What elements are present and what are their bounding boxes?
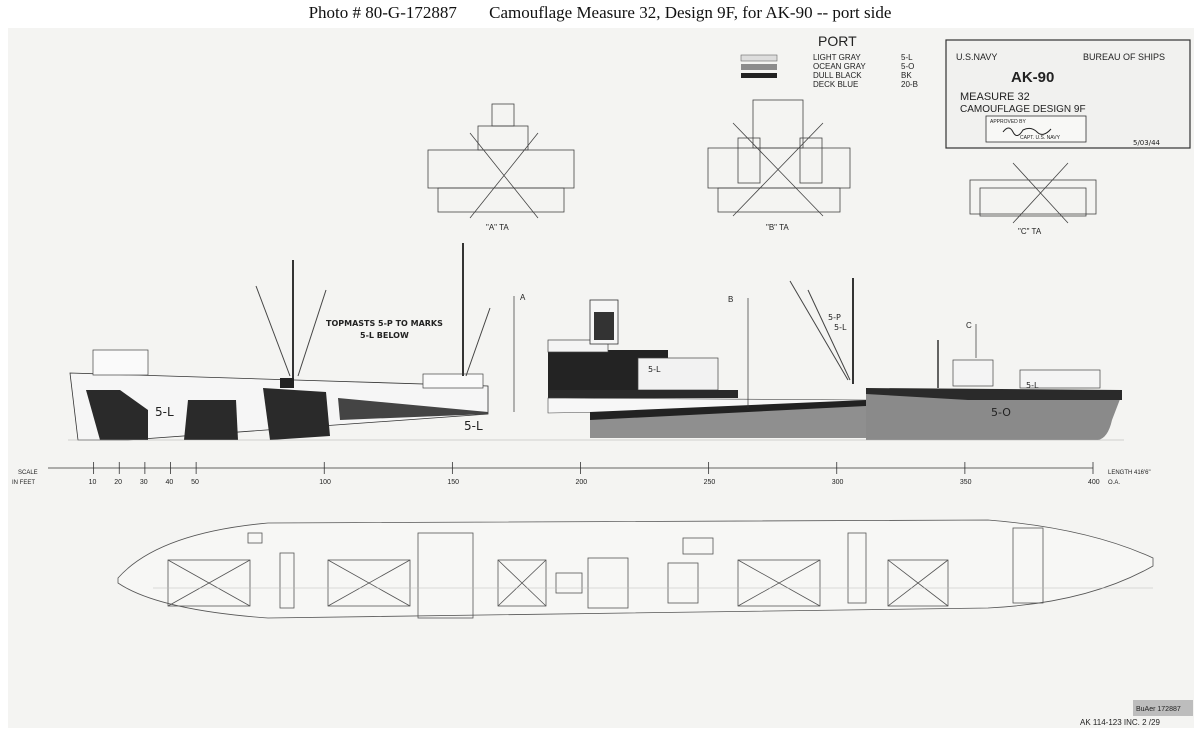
below-note: 5-L BELOW [360, 331, 409, 340]
legend-swatch-light-gray [740, 54, 778, 62]
length-label: LENGTH 416'6" [1108, 470, 1151, 476]
scale-tick-label: 30 [140, 479, 148, 486]
title-block: U.S.NAVY BUREAU OF SHIPS AK-90 MEASURE 3… [945, 39, 1191, 149]
legend-name-2: OCEAN GRAY [813, 62, 866, 71]
marker-a: A [520, 293, 526, 302]
legend-code-2: 5-O [901, 62, 914, 71]
aft-hull-color-label: 5-O [991, 406, 1011, 419]
legend-code-1: 5-L [901, 53, 913, 62]
footer-stamp: BuAer 172887 [1136, 706, 1181, 713]
section-a-label: "A" TA [486, 223, 509, 232]
scale-tick-label: 400 [1088, 479, 1100, 486]
approval-box [985, 115, 1087, 143]
photo-number: Photo # 80-G-172887 [308, 3, 457, 22]
scale-tick-label: 50 [191, 479, 199, 486]
scale-label-top: SCALE [18, 470, 38, 476]
drawing-sheet: PORT LIGHT GRAY OCEAN GRAY DULL BLACK DE… [8, 28, 1194, 728]
aft-mast-label-top: 5-P [828, 313, 841, 322]
marker-b: B [728, 295, 733, 304]
camouflage-drawing: PORT LIGHT GRAY OCEAN GRAY DULL BLACK DE… [12, 33, 1193, 727]
section-a-view [427, 103, 575, 219]
legend-code-4: 20-B [901, 80, 918, 89]
bow-color-label: 5-L [155, 405, 174, 419]
title-measure: MEASURE 32 [960, 91, 1030, 103]
legend-code-3: BK [901, 71, 912, 80]
scale-tick-label: 40 [166, 479, 174, 486]
approved-label: APPROVED BY [990, 119, 1027, 125]
section-c-view [969, 162, 1097, 224]
profile-view [68, 243, 1124, 441]
legend-swatch-dull-black [741, 73, 777, 78]
section-b-label: "B" TA [766, 223, 789, 232]
stamp-box [1133, 700, 1193, 716]
scale-tick-label: 100 [319, 479, 331, 486]
scale-ticks: 10 20 30 40 50 100 150 200 250 300 350 400 [89, 462, 1100, 486]
scale-tick-label: 20 [114, 479, 122, 486]
scale-tick-label: 150 [447, 479, 459, 486]
section-b-view [707, 99, 851, 217]
mid-color-label: 5-L [464, 419, 483, 433]
scale-tick-label: 250 [704, 479, 716, 486]
stern-color-label: 5-L [1026, 381, 1039, 390]
legend-name-4: DECK BLUE [813, 80, 858, 89]
title-ship: AK-90 [1011, 69, 1054, 86]
legend-swatch-ocean-gray [741, 64, 777, 70]
plan-view [117, 519, 1154, 619]
legend-name-3: DULL BLACK [813, 71, 862, 80]
legend-heading: PORT [818, 33, 857, 49]
marker-c: C [966, 321, 972, 330]
photo-caption: Photo # 80-G-172887 Camouflage Measure 3… [0, 0, 1200, 28]
title-org-left: U.S.NAVY [956, 52, 997, 62]
title-design: CAMOUFLAGE DESIGN 9F [960, 104, 1086, 115]
scale-tick-label: 10 [89, 479, 97, 486]
scale-label-bottom: IN FEET [12, 480, 35, 486]
oa-label: O.A. [1108, 480, 1120, 486]
legend-name-1: LIGHT GRAY [813, 53, 861, 62]
color-legend: PORT LIGHT GRAY OCEAN GRAY DULL BLACK DE… [740, 33, 918, 89]
scale-tick-label: 200 [576, 479, 588, 486]
scale-tick-label: 300 [832, 479, 844, 486]
topmasts-note: TOPMASTS 5-P TO MARKS [326, 319, 443, 328]
drawing-number: AK 114-123 INC. 2 /29 [1080, 718, 1160, 727]
approver-title: CAPT. U.S. NAVY [1020, 135, 1061, 141]
section-c-label: "C" TA [1018, 227, 1042, 236]
photo-title: Camouflage Measure 32, Design 9F, for AK… [489, 3, 892, 22]
aft-mast-label-bottom: 5-L [834, 323, 847, 332]
scale-tick-label: 350 [960, 479, 972, 486]
title-org-right: BUREAU OF SHIPS [1083, 52, 1165, 62]
approver-signature [1002, 127, 1052, 136]
approval-date: 5/03/44 [1133, 139, 1161, 147]
house-color-label: 5-L [648, 365, 661, 374]
